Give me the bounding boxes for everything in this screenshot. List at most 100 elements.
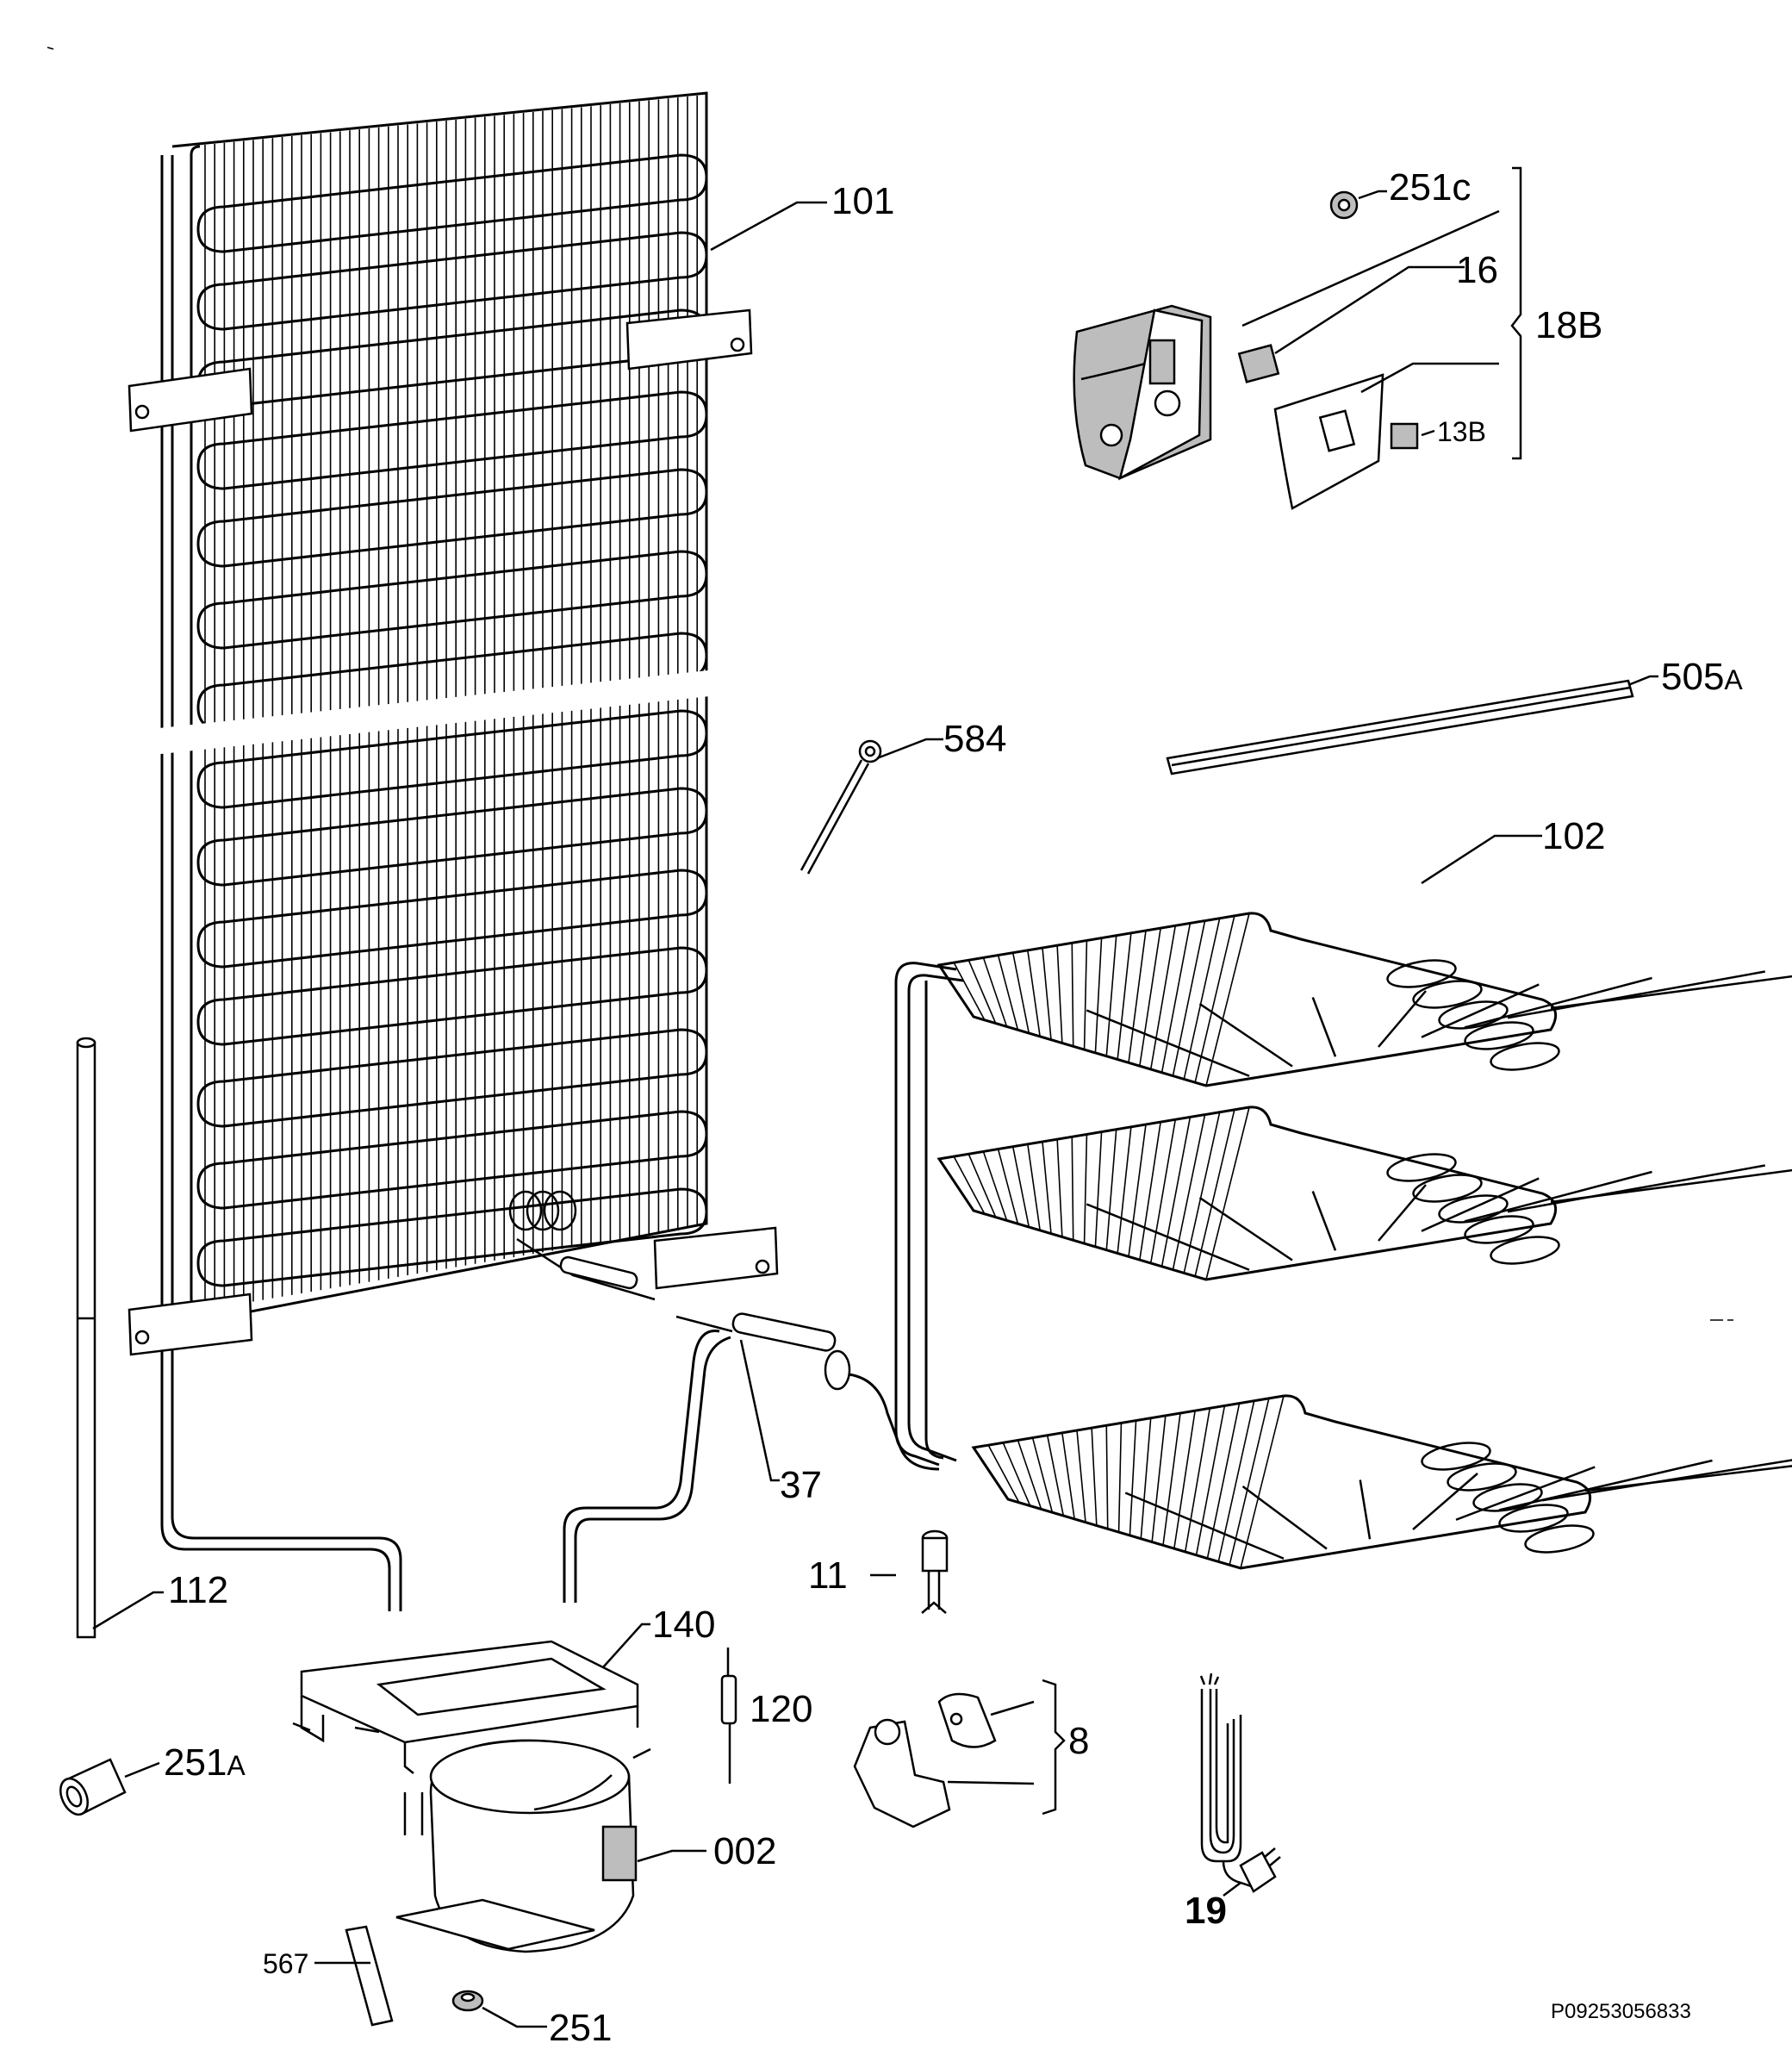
shelf-wire (1128, 930, 1147, 1063)
gear-251c (1329, 190, 1359, 220)
shelf-loop (1472, 1483, 1543, 1512)
shelf-outline (936, 912, 1558, 1087)
label-18b: 18B (1535, 304, 1602, 346)
shelf-tube (1198, 1002, 1293, 1068)
shelf-loop (1438, 1194, 1509, 1224)
shelf-tube (1507, 1164, 1765, 1213)
shelf-wire (968, 959, 997, 1024)
shelf-wire (1094, 937, 1103, 1053)
label-112: 112 (168, 1569, 228, 1611)
shelf-wire (1195, 1405, 1226, 1555)
shelf-tube (1378, 990, 1427, 1048)
shelf-tube (973, 1015, 1207, 1087)
label-251: 251 (549, 2007, 612, 2049)
shelf-wire (1172, 920, 1206, 1076)
shelf-wire (1027, 1143, 1041, 1230)
switch-16 (1237, 344, 1280, 383)
shelf-tube (1421, 1177, 1540, 1232)
shelf-wire (1194, 1109, 1235, 1277)
shelf-tube (1241, 1485, 1328, 1550)
condenser-loop (196, 153, 708, 253)
shelf-wire (1205, 913, 1250, 1087)
shelf-tube (973, 1209, 1207, 1281)
grommet-251a (59, 1758, 127, 1816)
shelf-wire (1105, 1129, 1117, 1250)
condenser-loop (196, 1028, 708, 1128)
shelf-wire (1160, 1117, 1192, 1267)
label-584: 584 (943, 718, 1006, 760)
shelf-tube (1550, 1168, 1792, 1204)
shelf-wire (938, 1158, 974, 1212)
shelf-loop (1447, 1462, 1517, 1492)
label-251c: 251c (1389, 166, 1471, 209)
shelf-wire (1184, 1408, 1211, 1553)
shelf-wire (1042, 947, 1052, 1040)
shelf-wire (1117, 1126, 1132, 1254)
shelf-tube (1007, 1498, 1241, 1570)
shelf-loop (1421, 1442, 1491, 1471)
shelf-tube (1464, 1170, 1652, 1223)
relay-8 (853, 1692, 997, 1828)
shelf-loop (1498, 1504, 1569, 1533)
condenser-loop (196, 390, 708, 490)
condenser-101 (128, 91, 779, 1611)
condenser-loop (196, 468, 708, 568)
label-102: 102 (1542, 815, 1605, 857)
compressor-002 (395, 1739, 651, 1953)
nut-251 (451, 1990, 484, 2012)
shelf-wire (1149, 925, 1177, 1070)
condenser-loop (196, 1110, 708, 1210)
shelf-wire (1205, 1106, 1250, 1280)
shelf-tube (1311, 1191, 1337, 1251)
shelf-loop (1490, 1236, 1560, 1265)
shelf-wire (1128, 1124, 1147, 1257)
shelf-tube (1507, 970, 1765, 1019)
capillary-coil (508, 1190, 577, 1231)
label-120: 120 (750, 1688, 812, 1730)
shelf-wire (1002, 1442, 1031, 1506)
part-120 (720, 1648, 737, 1784)
shelf-tube (1311, 997, 1337, 1057)
shelf-loop (1464, 1215, 1534, 1244)
shelf-tube (1086, 1009, 1250, 1077)
shelf-wire (1172, 1114, 1206, 1270)
shelf-loop (1386, 1153, 1457, 1182)
shelf-loop (1490, 1042, 1560, 1071)
shelf-wire (1117, 932, 1132, 1060)
label-37: 37 (780, 1464, 822, 1506)
shelf-wire (1149, 1119, 1177, 1264)
shelf-wire (1173, 1411, 1196, 1549)
shelf-loop (1412, 980, 1483, 1009)
condenser-bracket-bottom-right (653, 1226, 779, 1290)
label-16: 16 (1456, 249, 1498, 291)
shelf-tube (1550, 975, 1792, 1010)
shelf-wire (1071, 1137, 1074, 1241)
shelf-wire (1061, 1432, 1075, 1519)
shelf-wire (1011, 952, 1030, 1034)
condenser-loop (196, 709, 708, 809)
condenser-loop (196, 787, 708, 887)
label-002: 002 (713, 1830, 776, 1872)
cover-18b (1273, 373, 1384, 510)
shelf-wire (1083, 940, 1088, 1050)
shelf-wire (1194, 915, 1235, 1083)
label-251a: 251A (164, 1741, 246, 1784)
shelf-wire (1083, 1134, 1088, 1244)
shelf-loop (1464, 1021, 1534, 1050)
shelf-wire (982, 1151, 1008, 1221)
label-8: 8 (1068, 1720, 1089, 1762)
shelf-tube (1412, 1473, 1478, 1530)
shelf-wire (1056, 945, 1063, 1043)
condenser-loop (196, 1187, 708, 1287)
shelf-wire (973, 1447, 1009, 1500)
shelf-loop (1412, 1174, 1483, 1203)
pipe-112 (76, 1037, 96, 1639)
label-11: 11 (808, 1554, 848, 1597)
lamp-housing-18b (1073, 304, 1212, 481)
shelf-wire (953, 962, 986, 1021)
shelf-wire (987, 1444, 1020, 1504)
filter-drier-37 (516, 1237, 940, 1471)
shelf-wire (1056, 1139, 1063, 1237)
shelf-outline (936, 1106, 1558, 1281)
